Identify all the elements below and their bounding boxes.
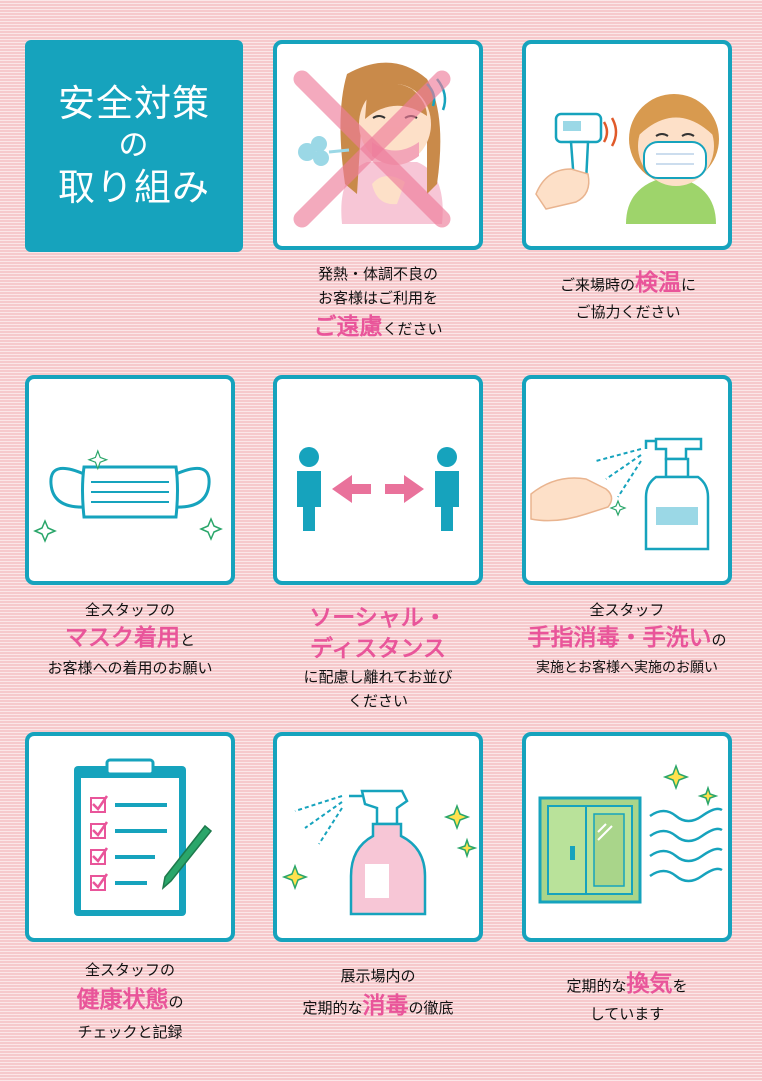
caption-line: 全スタッフの (84, 961, 175, 979)
caption-mask: 全スタッフの マスク着用と お客様への着用のお願い (10, 598, 250, 680)
caption-suffix: に (681, 276, 697, 294)
caption-health-check: 全スタッフの 健康状態の チェックと記録 (10, 958, 250, 1044)
health-checklist-icon (74, 758, 213, 916)
caption-social-distance: ソーシャル・ ディスタンス に配慮し離れてお並び ください (258, 603, 498, 713)
caption-highlight: 換気 (626, 971, 673, 997)
caption-suffix: と (179, 631, 195, 649)
caption-highlight: ソーシャル・ (309, 605, 447, 631)
thermometer-check-icon (535, 94, 719, 224)
caption-ventilation: 定期的な換気を しています (507, 968, 747, 1026)
caption-prefix: ご来場時の (559, 276, 635, 294)
caption-suffix: の (711, 631, 727, 649)
sick-person-cross-icon (293, 62, 451, 228)
caption-hand-sanitizer: 全スタッフ 手指消毒・手洗いの 実施とお客様へ実施のお願い (507, 598, 747, 680)
card-mask (25, 375, 235, 585)
card-ventilation (522, 732, 732, 942)
caption-highlight: 消毒 (362, 993, 409, 1019)
face-mask-icon (33, 449, 223, 543)
disinfectant-spray-icon (281, 789, 478, 916)
card-health-check (25, 732, 235, 942)
caption-line: に配慮し離れてお並び (303, 668, 453, 686)
social-distance-icon (297, 447, 459, 531)
page-title: 安全対策 の 取り組み (25, 40, 243, 252)
caption-line: ご協力ください (575, 303, 681, 321)
caption-prefix: 定期的な (566, 977, 627, 995)
caption-highlight: ディスタンス (310, 636, 446, 662)
card-social-distance (273, 375, 483, 585)
caption-line: 発熱・体調不良の (317, 265, 438, 283)
caption-line: お客様への着用のお願い (47, 659, 213, 677)
caption-line: しています (589, 1005, 665, 1023)
caption-line: お客様はご利用を (317, 289, 438, 307)
hand-sanitizer-icon (530, 437, 710, 551)
caption-highlight: 検温 (635, 270, 681, 296)
caption-prefix: 定期的な (302, 999, 363, 1017)
caption-suffix: を (672, 977, 688, 995)
caption-line: 全スタッフ (589, 601, 665, 619)
caption-suffix: の徹底 (408, 999, 454, 1017)
card-temperature-check (522, 40, 732, 250)
caption-disinfection: 展示場内の 定期的な消毒の徹底 (258, 964, 498, 1026)
caption-line: ください (347, 692, 408, 710)
title-line-2: の (118, 128, 150, 163)
caption-temperature-check: ご来場時の検温に ご協力ください (508, 268, 748, 324)
ventilation-window-icon (538, 763, 723, 904)
caption-line: 実施とお客様へ実施のお願い (536, 660, 718, 676)
caption-line: 展示場内の (340, 967, 416, 985)
title-line-3: 取り組み (58, 166, 210, 209)
caption-suffix: の (168, 993, 184, 1011)
caption-highlight: マスク着用 (64, 625, 180, 651)
card-hand-sanitizer (522, 375, 732, 585)
title-line-1: 安全対策 (58, 82, 210, 125)
caption-highlight: ご遠慮 (313, 314, 383, 340)
caption-line: チェックと記録 (77, 1023, 183, 1041)
card-disinfection (273, 732, 483, 942)
caption-highlight: 健康状態 (76, 987, 169, 1013)
caption-line: 全スタッフの (84, 601, 175, 619)
card-sick-decline (273, 40, 483, 250)
caption-suffix: ください (382, 320, 443, 338)
caption-highlight: 手指消毒・手洗い (527, 625, 712, 651)
caption-sick-decline: 発熱・体調不良の お客様はご利用を ご遠慮ください (258, 262, 498, 346)
